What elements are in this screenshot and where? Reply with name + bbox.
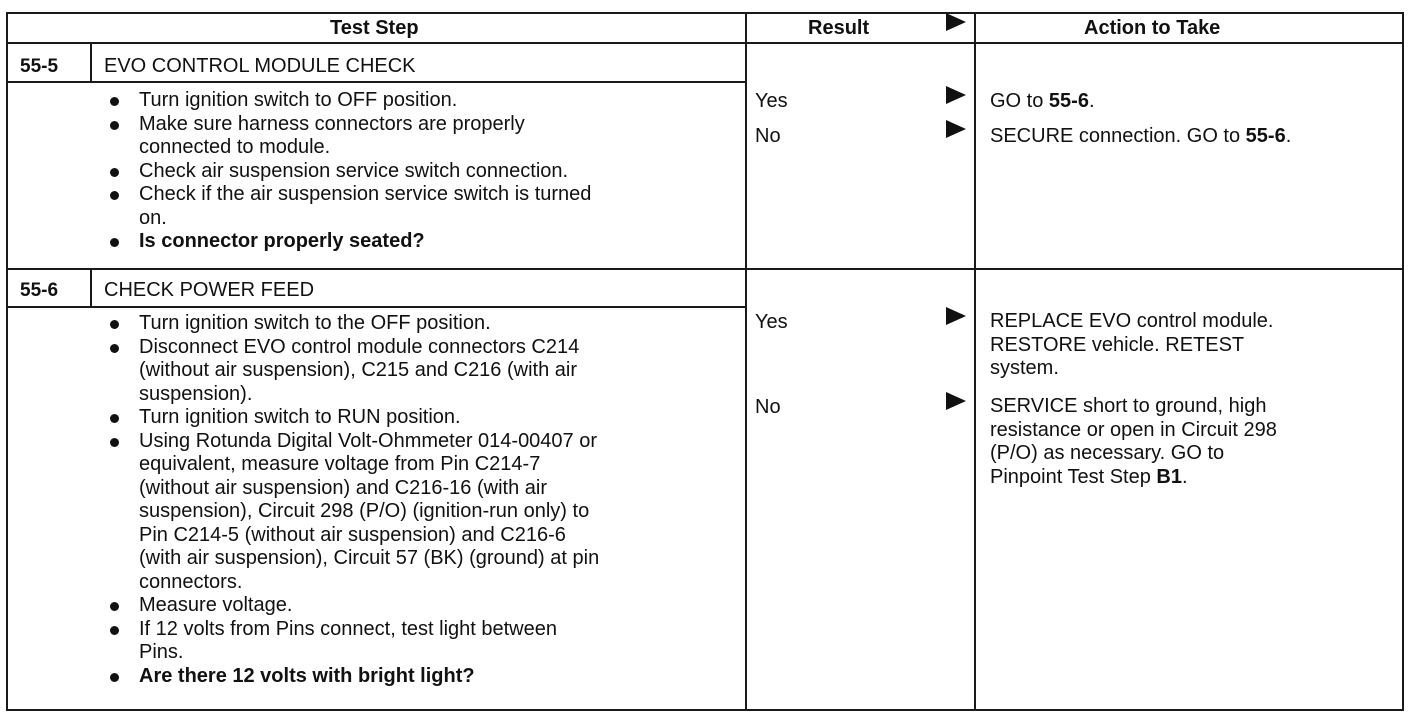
step1-result-no: No bbox=[755, 125, 781, 147]
instruction-line: Check air suspension service switch conn… bbox=[139, 159, 569, 182]
step2-number: 55-6 bbox=[20, 280, 59, 301]
instruction-line: Make sure harness connectors are properl… bbox=[139, 112, 525, 135]
instruction-line: Is connector properly seated? bbox=[139, 230, 425, 252]
instruction-line: Disconnect EVO control module connectors… bbox=[139, 335, 580, 358]
step1-action-no: SECURE connection. GO to 55-6. bbox=[990, 124, 1291, 148]
bullet-icon bbox=[110, 437, 119, 447]
instruction-line: (without air suspension), C215 and C216 … bbox=[139, 359, 577, 381]
instruction-item: Turn ignition switch to RUN position. bbox=[103, 406, 599, 430]
instruction-item: Measure voltage. bbox=[103, 594, 599, 618]
step1-title: EVO CONTROL MODULE CHECK bbox=[104, 55, 416, 77]
step1-result-yes: Yes bbox=[755, 90, 788, 112]
bullet-icon bbox=[110, 343, 119, 353]
instruction-line: equivalent, measure voltage from Pin C21… bbox=[139, 453, 541, 475]
instruction-item: Check air suspension service switch conn… bbox=[103, 160, 591, 184]
step1-no-arrow-icon bbox=[946, 120, 966, 138]
step2-yes-arrow-icon bbox=[946, 307, 966, 325]
step2-title-bottom bbox=[6, 306, 747, 308]
instruction-item: Is connector properly seated? bbox=[103, 230, 591, 254]
instruction-line: If 12 volts from Pins connect, test ligh… bbox=[139, 617, 557, 640]
step1-yes-arrow-icon bbox=[946, 86, 966, 104]
instruction-item: Make sure harness connectors are properl… bbox=[103, 113, 591, 160]
instruction-line: connected to module. bbox=[139, 136, 331, 158]
instruction-line: (without air suspension) and C216-16 (wi… bbox=[139, 476, 547, 499]
action-column-left-border bbox=[974, 12, 976, 711]
instruction-line: Pins. bbox=[139, 641, 184, 663]
header-result: Result bbox=[808, 17, 870, 39]
step1-number-divider bbox=[90, 42, 92, 83]
instruction-line: Are there 12 volts with bright light? bbox=[139, 664, 475, 687]
step2-instructions: Turn ignition switch to the OFF position… bbox=[103, 312, 599, 688]
step2-title: CHECK POWER FEED bbox=[104, 279, 315, 301]
table-right-border bbox=[1402, 12, 1404, 711]
result-column-left-border bbox=[745, 12, 747, 711]
step1-action-yes-text: GO to bbox=[990, 90, 1049, 112]
step1-instructions: Turn ignition switch to OFF position.Mak… bbox=[103, 89, 591, 254]
header-bottom-border bbox=[6, 42, 1404, 44]
step1-action-yes-ref: 55-6 bbox=[1048, 90, 1089, 112]
bullet-icon bbox=[110, 414, 119, 423]
instruction-line: (with air suspension), Circuit 57 (BK) (… bbox=[139, 547, 600, 569]
instruction-item: Turn ignition switch to OFF position. bbox=[103, 89, 591, 113]
step2-action-yes-line2: RESTORE vehicle. RETEST bbox=[990, 333, 1245, 356]
step1-action-yes: GO to 55-6. bbox=[990, 89, 1095, 113]
step2-action-no: SERVICE short to ground, high resistance… bbox=[990, 395, 1277, 489]
bullet-icon bbox=[110, 672, 119, 682]
step1-number: 55-5 bbox=[20, 56, 59, 77]
step1-action-no-ref: 55-6 bbox=[1245, 125, 1286, 147]
instruction-line: Turn ignition switch to OFF position. bbox=[139, 89, 458, 111]
step2-action-yes: REPLACE EVO control module. RESTORE vehi… bbox=[990, 310, 1273, 381]
instruction-line: Turn ignition switch to RUN position. bbox=[139, 406, 461, 428]
instruction-line: Turn ignition switch to the OFF position… bbox=[139, 312, 491, 334]
table-left-border bbox=[6, 12, 8, 711]
bullet-icon bbox=[110, 238, 119, 247]
step1-action-no-suffix: . bbox=[1285, 125, 1292, 147]
step1-action-yes-suffix: . bbox=[1088, 90, 1095, 112]
bullet-icon bbox=[110, 602, 119, 611]
step2-result-no: No bbox=[755, 396, 781, 418]
step2-result-yes: Yes bbox=[755, 311, 788, 333]
step2-action-no-line4-text: Pinpoint Test Step bbox=[990, 465, 1157, 488]
bullet-icon bbox=[110, 625, 119, 635]
bullet-icon bbox=[110, 97, 119, 106]
step2-action-yes-line1: REPLACE EVO control module. bbox=[990, 310, 1274, 332]
step-separator bbox=[6, 268, 1404, 270]
step1-action-no-text: SECURE connection. GO to bbox=[990, 125, 1246, 147]
bullet-icon bbox=[110, 167, 119, 177]
header-action: Action to Take bbox=[1084, 17, 1221, 39]
header-arrow-icon bbox=[946, 13, 966, 31]
step2-action-no-line4: Pinpoint Test Step B1. bbox=[990, 466, 1277, 490]
table-top-border bbox=[6, 12, 1404, 14]
table-bottom-border bbox=[6, 709, 1404, 711]
instruction-line: Using Rotunda Digital Volt-Ohmmeter 014-… bbox=[139, 429, 598, 452]
instruction-item: Using Rotunda Digital Volt-Ohmmeter 014-… bbox=[103, 430, 599, 595]
step2-action-no-ref: B1 bbox=[1156, 465, 1182, 488]
step2-no-arrow-icon bbox=[946, 392, 966, 410]
bullet-icon bbox=[110, 191, 119, 200]
bullet-icon bbox=[110, 120, 119, 130]
instruction-item: Are there 12 volts with bright light? bbox=[103, 665, 599, 689]
instruction-item: Turn ignition switch to the OFF position… bbox=[103, 312, 599, 336]
instruction-item: If 12 volts from Pins connect, test ligh… bbox=[103, 618, 599, 665]
step2-number-divider bbox=[90, 268, 92, 308]
instruction-item: Check if the air suspension service swit… bbox=[103, 183, 591, 230]
step1-title-bottom bbox=[6, 81, 747, 83]
instruction-line: suspension). bbox=[139, 382, 253, 405]
header-test-step: Test Step bbox=[330, 17, 419, 39]
step2-action-no-line1: SERVICE short to ground, high bbox=[990, 395, 1267, 417]
instruction-line: connectors. bbox=[139, 570, 243, 593]
instruction-line: on. bbox=[139, 206, 167, 229]
step2-action-no-line3: (P/O) as necessary. GO to bbox=[990, 442, 1225, 464]
step2-action-no-suffix: . bbox=[1181, 465, 1188, 488]
instruction-item: Disconnect EVO control module connectors… bbox=[103, 336, 599, 407]
instruction-line: Measure voltage. bbox=[139, 594, 293, 616]
bullet-icon bbox=[110, 320, 119, 329]
instruction-line: Pin C214-5 (without air suspension) and … bbox=[139, 523, 566, 546]
instruction-line: Check if the air suspension service swit… bbox=[139, 183, 592, 205]
instruction-line: suspension), Circuit 298 (P/O) (ignition… bbox=[139, 500, 590, 522]
step2-action-no-line2: resistance or open in Circuit 298 bbox=[990, 418, 1277, 441]
step2-action-yes-line3: system. bbox=[990, 357, 1059, 379]
